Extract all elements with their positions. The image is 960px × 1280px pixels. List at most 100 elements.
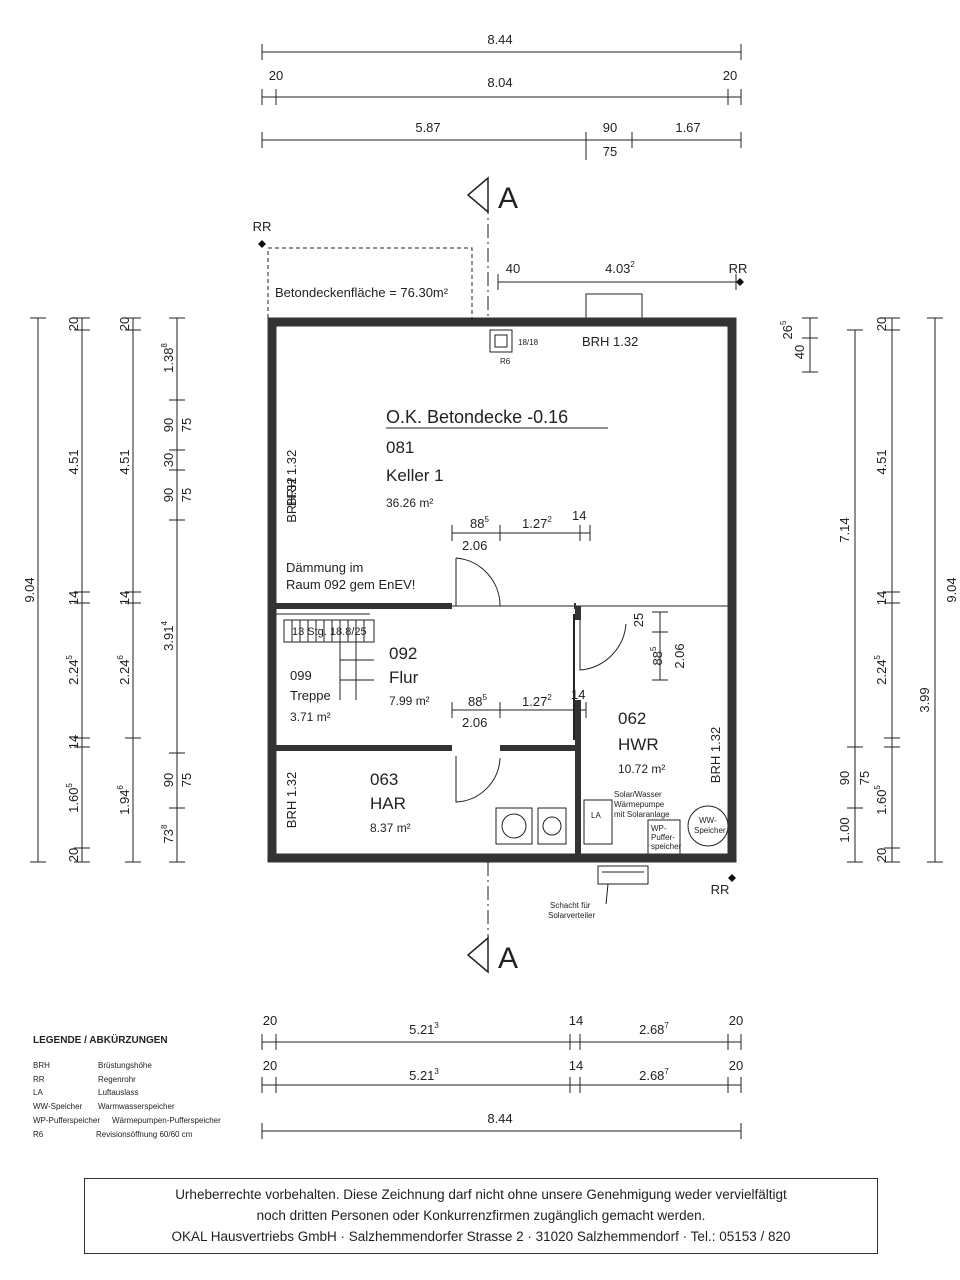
wp-2: Puffer- — [651, 833, 675, 842]
dim-left-c1-3: 2.245 — [65, 655, 81, 685]
dim-top-left-20: 20 — [269, 68, 283, 83]
room-063-area: 8.37 m² — [370, 821, 411, 835]
dim-bot-4b: 2.687 — [639, 1067, 669, 1083]
dim-left-c3a-5: 90 — [161, 773, 176, 787]
la-label: LA — [591, 811, 601, 820]
legend-abbr-1: RR — [33, 1075, 45, 1084]
dim-bot-3a: 14 — [569, 1013, 583, 1028]
copyright-line-2: noch dritten Personen oder Konkurrenzfir… — [256, 1208, 706, 1223]
dim-right-c1-0: 265 — [779, 320, 795, 339]
dim-right-c3-1: 4.51 — [874, 449, 889, 474]
dim-left-c3a-4: 3.914 — [160, 621, 176, 651]
legend-text-1: Regenrohr — [98, 1075, 136, 1084]
dim-bot-5a: 20 — [729, 1013, 743, 1028]
dim-bot-1a: 20 — [263, 1013, 277, 1028]
dim-right-c2-0: 7.14 — [837, 517, 852, 542]
dim-inner-885: 885 — [470, 515, 489, 531]
dim-bot-1b: 20 — [263, 1058, 277, 1073]
room-062-num: 062 — [618, 709, 646, 728]
legend-title: LEGENDE / ABKÜRZUNGEN — [33, 1033, 168, 1046]
room-062-area: 10.72 m² — [618, 762, 665, 776]
room-092-num: 092 — [389, 644, 417, 663]
ww-1: WW- — [699, 816, 717, 825]
brh-top: BRH 1.32 — [582, 334, 638, 349]
room-062-name: HWR — [618, 735, 659, 754]
dim-flur-1272: 1.272 — [522, 693, 552, 709]
dim-flur-206: 2.06 — [462, 715, 487, 730]
dim-top-b: 90 — [603, 120, 617, 135]
section-a-top: A — [498, 182, 518, 215]
room-092-area: 7.99 m² — [389, 694, 430, 708]
room-099-name: Treppe — [290, 688, 331, 703]
dim-left-c2-2: 14 — [117, 591, 132, 605]
dim-left-c3a-2: 30 — [161, 453, 176, 467]
dim-left-c2-4: 1.946 — [116, 785, 132, 815]
dim-hwr-206: 2.06 — [672, 643, 687, 668]
room-063-name: HAR — [370, 794, 406, 813]
dim-left-c1-1: 4.51 — [66, 449, 81, 474]
dim-left-c2-3: 2.246 — [116, 655, 132, 685]
legend-text-3: Warmwasserspeicher — [98, 1102, 175, 1111]
schacht-2: Solarverteiler — [548, 911, 595, 920]
dim-left-total: 9.04 — [22, 577, 37, 602]
room-081-area: 36.26 m² — [386, 496, 433, 510]
r6-label: R6 — [500, 357, 511, 366]
daemmung-2: Raum 092 gem EnEV! — [286, 577, 415, 592]
company-address-line: OKAL Hausvertriebs GmbH · Salzhemmendorf… — [171, 1229, 791, 1244]
dim-top-d: 75 — [603, 144, 617, 159]
dim-right-c3-2: 14 — [874, 591, 889, 605]
rr-label-1: RR — [253, 219, 272, 234]
dim-left-c3a-0: 1.388 — [160, 343, 176, 373]
dim-top-a: 5.87 — [415, 120, 440, 135]
dim-inner-14: 14 — [572, 508, 586, 523]
ok-betondecke: O.K. Betondecke -0.16 — [386, 407, 568, 427]
dim-inner-206: 2.06 — [462, 538, 487, 553]
dim-left-c3b-2: 75 — [179, 773, 194, 787]
room-081-num: 081 — [386, 438, 414, 457]
legend-abbr-4: WP-Pufferspeicher — [33, 1116, 100, 1125]
dim-left-c3a-1: 90 — [161, 418, 176, 432]
legend-text-2: Luftauslass — [98, 1088, 138, 1097]
schacht-1: Schacht für — [550, 901, 591, 910]
solar-1: Solar/Wasser — [614, 790, 662, 799]
dim-right-c3-0: 20 — [874, 317, 889, 331]
dim-left-c2-1: 4.51 — [117, 449, 132, 474]
dim-left-c2-0: 20 — [117, 317, 132, 331]
dim-left-c3a-3: 90 — [161, 488, 176, 502]
solar-2: Wärmepumpe — [614, 800, 665, 809]
legend-abbr-2: LA — [33, 1088, 43, 1097]
r6-size: 18/18 — [518, 338, 539, 347]
dim-right-c3-6: 20 — [874, 848, 889, 862]
dim-inner-1272: 1.272 — [522, 515, 552, 531]
dim-right-c3-4: 75 — [857, 771, 872, 785]
stairs-label: 13 Stg. 18.8/25 — [292, 626, 367, 638]
dim-bot-2a: 5.213 — [409, 1021, 439, 1037]
dim-left-c1-2: 14 — [66, 591, 81, 605]
legend-text-5: Revisionsöffnung 60/60 cm — [96, 1130, 193, 1139]
dim-left-c1-0: 20 — [66, 317, 81, 331]
dim-left-c1-5: 1.605 — [65, 783, 81, 813]
dim-right-c4-0: 3.99 — [917, 687, 932, 712]
section-a-bottom: A — [498, 942, 518, 975]
room-092-name: Flur — [389, 668, 419, 687]
legend-abbr-3: WW-Speicher — [33, 1102, 83, 1111]
room-099-area: 3.71 m² — [290, 710, 331, 724]
dim-hwr-25: 25 — [631, 613, 646, 627]
legend-text-0: Brüstungshöhe — [98, 1061, 152, 1070]
daemmung-1: Dämmung im — [286, 560, 363, 575]
dim-flur-14: 14 — [571, 687, 585, 702]
dim-bot-total: 8.44 — [487, 1111, 512, 1126]
dim-right-c3-3: 2.245 — [873, 655, 889, 685]
room-099-num: 099 — [290, 668, 312, 683]
dim-top-inner: 8.04 — [487, 75, 512, 90]
legend-text-4: Wärmepumpen-Pufferspeicher — [112, 1116, 221, 1125]
dim-bot-2b: 5.213 — [409, 1067, 439, 1083]
dim-hwr-885: 885 — [649, 646, 665, 665]
dim-bot-5b: 20 — [729, 1058, 743, 1073]
solar-3: mit Solaranlage — [614, 810, 670, 819]
dim-flur-885: 885 — [468, 693, 487, 709]
betondecke-area: Betondeckenfläche = 76.30m² — [275, 285, 449, 300]
copyright-box: Urheberrechte vorbehalten. Diese Zeichnu… — [84, 1178, 878, 1254]
dim-right-c2-2: 1.00 — [837, 817, 852, 842]
